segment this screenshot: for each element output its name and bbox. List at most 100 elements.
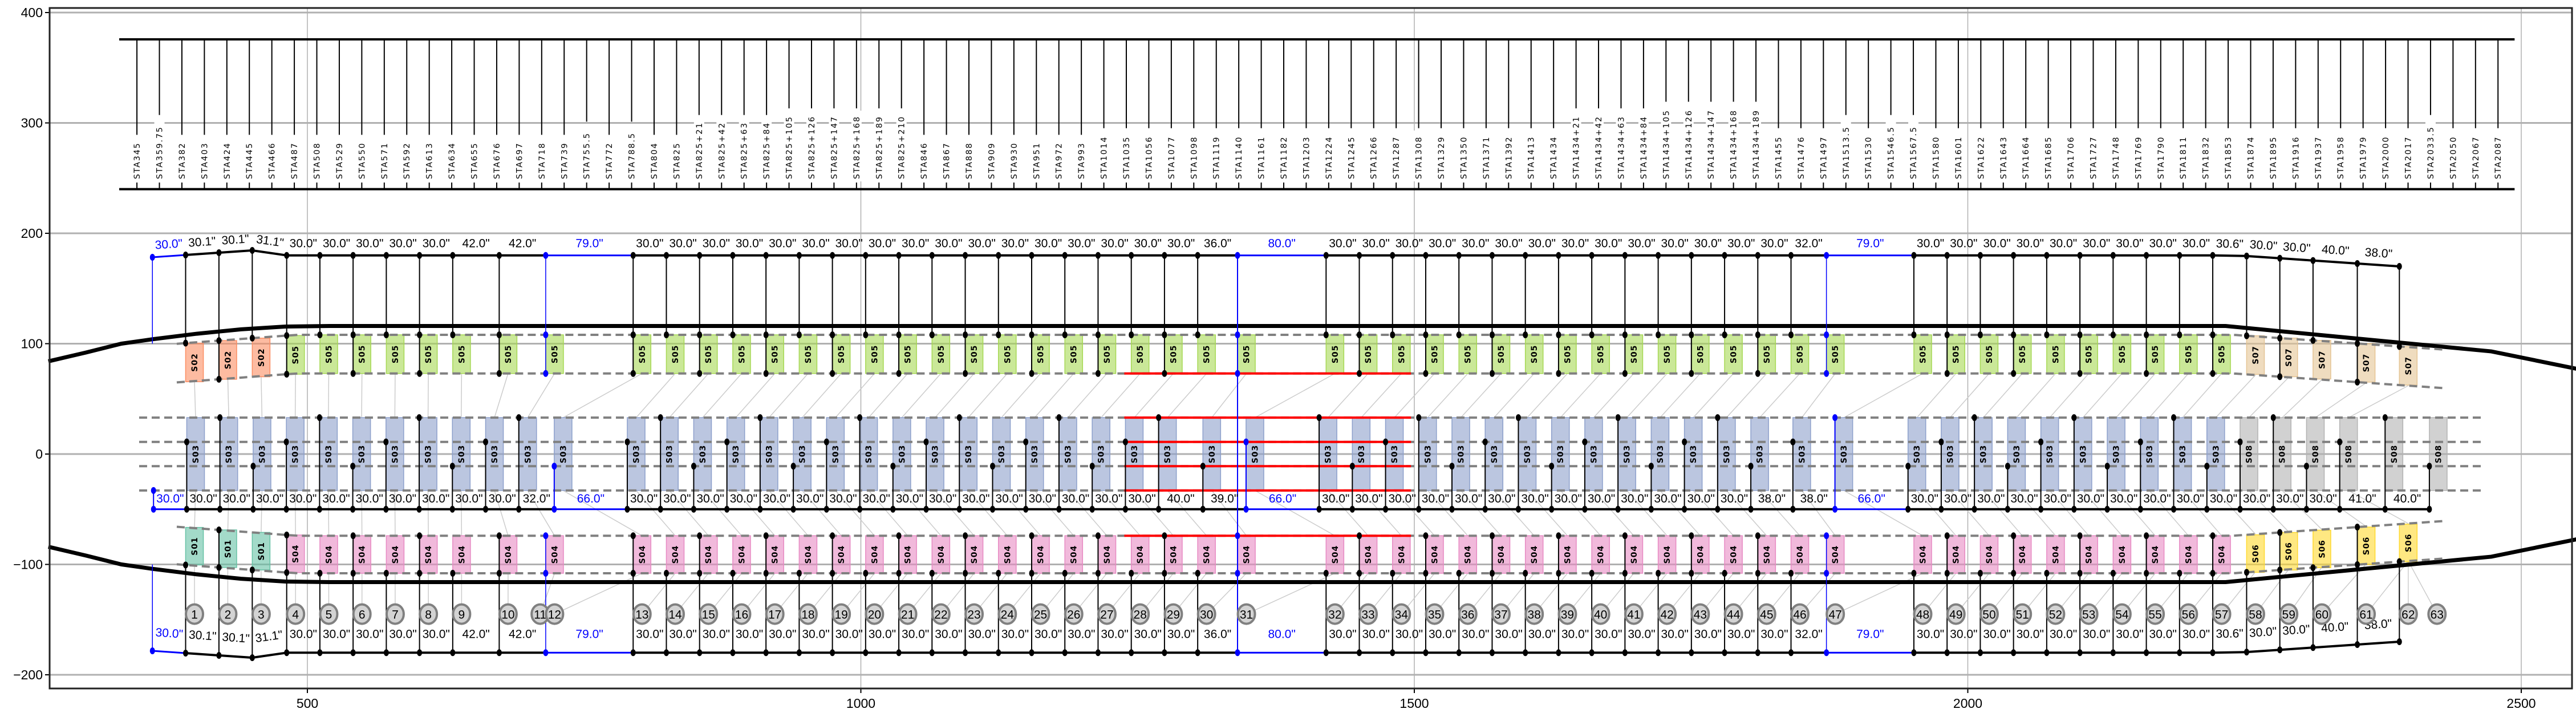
connector-line: [2315, 382, 2367, 418]
panel-number-label: 27: [1100, 609, 1113, 622]
panel-number-circle: [1690, 603, 1710, 625]
joint-dot: [830, 649, 835, 657]
joint-dot: [551, 505, 557, 513]
joint-dot: [2382, 505, 2388, 513]
joint-dot: [796, 649, 802, 657]
joint-dot: [2382, 414, 2388, 422]
outer-contour-top: [48, 324, 2576, 371]
middle-dimension-label: 30.0": [356, 492, 383, 505]
panel-number-label: 23: [967, 609, 980, 622]
station-label-bg: [1885, 117, 1896, 181]
bottom-dimension-label: 79.0": [575, 627, 603, 641]
joint-dot: [2044, 569, 2050, 577]
joint-dot: [896, 252, 902, 259]
joint-dot: [2310, 337, 2316, 344]
joint-dot: [1556, 532, 1561, 540]
top-dimension-label: 32.0": [1795, 237, 1822, 250]
joint-dot: [1095, 649, 1101, 657]
joint-dot: [2144, 649, 2149, 657]
station-label-bg: [716, 117, 727, 181]
joint-dot: [2011, 370, 2017, 377]
module-label: S04: [1985, 545, 1994, 564]
bottom-dimension-label: 30.0": [902, 627, 929, 641]
joint-dot: [896, 331, 902, 339]
joint-dot: [2355, 561, 2360, 568]
station-label-bg: [1053, 137, 1064, 181]
station-label-bg: [1008, 137, 1019, 181]
connector-line: [1001, 373, 1041, 418]
station-label: STA2050: [2449, 136, 2458, 179]
joint-dot: [151, 505, 156, 513]
connector-line: [2348, 490, 2409, 524]
module-label: S03: [1946, 445, 1955, 464]
module-label: S03: [1208, 445, 1217, 464]
panel-number-circle: [2112, 603, 2132, 625]
module-label: S08: [2344, 445, 2354, 464]
joint-dot: [2277, 334, 2283, 342]
station-label-bg: [1818, 130, 1829, 181]
joint-dot: [956, 505, 962, 513]
panel-number-circle: [732, 603, 752, 625]
panel-number-circle: [1756, 603, 1776, 625]
station-label: STA1392: [1504, 136, 1514, 179]
joint-dot: [863, 649, 869, 657]
top-dimension-label: 30.0": [155, 237, 183, 252]
bottom-dimension-label: 30.0": [1561, 627, 1589, 641]
module-s03: [992, 417, 1011, 491]
panel-number-circle: [2398, 603, 2418, 625]
bottom-dimension-label: 30.0": [2282, 623, 2310, 638]
joint-dot: [1515, 505, 1521, 513]
joint-dot: [2077, 532, 2083, 540]
station-label: STA825: [672, 142, 681, 179]
joint-dot: [724, 438, 730, 445]
module-s03: [627, 417, 646, 491]
joint-dot: [1824, 649, 1829, 657]
connector-line: [2321, 564, 2367, 615]
module-s05: [1946, 334, 1966, 374]
module-label: S03: [2046, 445, 2055, 464]
bottom-dimension-label: 30.0": [1001, 627, 1029, 641]
panel-number-circle: [2145, 603, 2165, 625]
station-label-bg: [1661, 104, 1672, 181]
connector-line: [901, 490, 942, 536]
module-label: S04: [324, 545, 334, 564]
module-label: S05: [1497, 345, 1506, 364]
joint-dot: [963, 532, 968, 540]
module-label: S03: [457, 445, 466, 464]
y-tick-label: 200: [21, 226, 43, 241]
joint-dot: [1029, 569, 1035, 577]
station-label: STA1434+63: [1617, 116, 1626, 179]
module-label: S03: [391, 445, 400, 464]
panel-number-circle: [498, 603, 518, 625]
joint-dot: [1449, 505, 1455, 513]
top-dimension-label: 30.0": [2249, 238, 2278, 253]
joint-dot: [149, 253, 155, 261]
joint-dot: [1656, 649, 1661, 657]
station-label: STA1161: [1257, 136, 1267, 179]
joint-dot: [1129, 649, 1134, 657]
module-label: S08: [2245, 445, 2254, 464]
joint-dot: [790, 505, 796, 513]
joint-dot: [2310, 257, 2316, 264]
module-label: S04: [671, 545, 680, 564]
joint-dot: [2071, 414, 2077, 422]
joint-dot: [929, 252, 935, 259]
joint-dot: [1622, 331, 1628, 339]
station-label-bg: [469, 137, 480, 181]
joint-dot: [543, 331, 549, 339]
joint-dot: [863, 331, 869, 339]
connector-line: [562, 490, 643, 536]
panel-number-circle: [2079, 603, 2099, 625]
joint-dot: [216, 249, 222, 256]
module-label: S04: [504, 545, 513, 564]
module-s05: [1624, 334, 1644, 374]
module-label: S03: [1689, 445, 1698, 464]
bottom-dimension-label: 30.0": [1595, 627, 1622, 641]
panel-number-label: 10: [501, 609, 514, 622]
panel-number-label: 25: [1034, 609, 1047, 622]
bottom-dimension-label: 32.0": [1795, 627, 1822, 641]
module-s04: [998, 535, 1017, 574]
station-label-bg: [132, 137, 143, 181]
station-label-bg: [604, 137, 615, 181]
joint-dot: [2210, 532, 2216, 540]
